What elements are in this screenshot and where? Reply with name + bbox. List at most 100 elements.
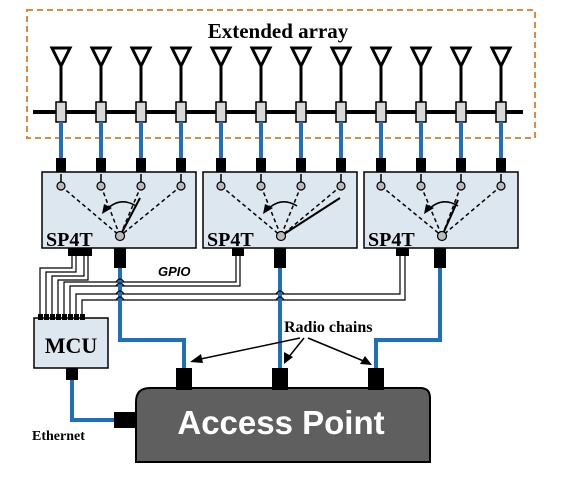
gpio-wires bbox=[39, 252, 406, 316]
crossing-hump bbox=[115, 278, 125, 283]
antenna-icon bbox=[449, 46, 473, 70]
ethernet-label: Ethernet bbox=[32, 429, 85, 444]
switch-port-terminal bbox=[416, 181, 426, 191]
antenna-icon bbox=[249, 46, 273, 70]
access-point-box bbox=[135, 387, 431, 463]
rotation-arrowhead bbox=[424, 204, 434, 214]
antenna-feed bbox=[495, 101, 507, 123]
switch-port-terminal bbox=[336, 181, 346, 191]
switch-throw-path bbox=[420, 185, 443, 237]
rf-line-group bbox=[56, 122, 506, 174]
radio-chain-arrows bbox=[195, 337, 367, 363]
radio-chain-arrowheads bbox=[190, 352, 372, 365]
wire-crossings bbox=[115, 278, 285, 301]
rotation-arrowhead bbox=[263, 204, 273, 214]
arrowhead bbox=[190, 354, 203, 363]
antenna-feed bbox=[135, 101, 147, 123]
antenna-feed bbox=[95, 101, 107, 123]
antenna-icon bbox=[129, 46, 153, 70]
antenna-icon bbox=[369, 46, 393, 70]
antenna-icon bbox=[89, 46, 113, 70]
switch-blade bbox=[441, 199, 459, 237]
mcu-pin bbox=[80, 314, 85, 320]
switch-port-terminal bbox=[96, 181, 106, 191]
switch-port-connector bbox=[336, 158, 346, 174]
antenna-icon bbox=[49, 46, 73, 70]
gpio-wire bbox=[69, 252, 241, 316]
rotation-arrowhead bbox=[102, 204, 112, 214]
antenna-icon bbox=[409, 46, 433, 70]
switch-common-terminal bbox=[114, 230, 126, 242]
ap-ethernet-connector bbox=[114, 412, 136, 428]
ap-radio-port-2 bbox=[272, 368, 288, 390]
rf-connector bbox=[274, 248, 286, 268]
antenna-feed bbox=[335, 101, 347, 123]
switch-blade bbox=[280, 197, 341, 237]
ethernet-line bbox=[70, 376, 126, 422]
antenna-feed bbox=[415, 101, 427, 123]
switch-port-terminal bbox=[496, 181, 506, 191]
switch-throw-path bbox=[60, 185, 121, 237]
gpio-connector bbox=[68, 248, 92, 256]
switch-port-terminal bbox=[296, 181, 306, 191]
arrowhead bbox=[284, 352, 293, 364]
gpio-label: GPIO bbox=[158, 264, 191, 279]
gpio-wire bbox=[57, 252, 89, 316]
antenna-feed bbox=[215, 101, 227, 123]
mcu-pin bbox=[62, 314, 67, 320]
gpio-wire bbox=[39, 252, 73, 316]
mcu-pins bbox=[38, 314, 85, 320]
antenna-icon bbox=[209, 46, 233, 70]
ap-radio-port-1 bbox=[176, 368, 192, 390]
extended-array-border bbox=[26, 9, 536, 139]
switch-port-connector bbox=[56, 158, 66, 174]
antenna-icon bbox=[489, 46, 513, 70]
switch-port-connector bbox=[376, 158, 386, 174]
mcu-pin bbox=[50, 314, 55, 320]
mcu-label: MCU bbox=[45, 333, 98, 358]
mcu-pin bbox=[74, 314, 79, 320]
switch-throw-path bbox=[119, 185, 182, 237]
switch-blade bbox=[119, 197, 141, 237]
switch-port-connector bbox=[256, 158, 266, 174]
switch-port-connector bbox=[176, 158, 186, 174]
antenna-icon bbox=[169, 46, 193, 70]
switch-label: SP4T bbox=[368, 229, 415, 251]
arrow-line bbox=[287, 337, 305, 359]
switch-throw-path bbox=[280, 185, 342, 237]
arrow-line bbox=[195, 337, 301, 361]
switch-port-terminal bbox=[176, 181, 186, 191]
sp4t-switch-1: SP4T bbox=[41, 171, 197, 251]
rf-connector bbox=[114, 248, 126, 268]
switch-throw-path bbox=[280, 185, 302, 237]
switch-port-terminal bbox=[376, 181, 386, 191]
mcu-ethernet-connector bbox=[66, 368, 78, 380]
crossing-hump bbox=[275, 290, 285, 295]
antenna-feed bbox=[175, 101, 187, 123]
mcu-pin bbox=[38, 314, 43, 320]
gpio-wire bbox=[45, 252, 77, 316]
switch-port-connector bbox=[496, 158, 506, 174]
rf-connector bbox=[434, 248, 446, 268]
switch-throw-path bbox=[260, 185, 282, 237]
crossing-hump bbox=[115, 296, 125, 301]
switch-port-terminal bbox=[216, 181, 226, 191]
gpio-connector bbox=[396, 248, 409, 256]
switch-port-terminal bbox=[136, 181, 146, 191]
switch-internals bbox=[56, 174, 506, 242]
switch-throw-path bbox=[380, 185, 443, 237]
switch-common-terminal bbox=[436, 230, 448, 242]
switch-port-terminal bbox=[56, 181, 66, 191]
access-point-label: Access Point bbox=[177, 404, 384, 441]
radio-chains-label: Radio chains bbox=[284, 319, 372, 336]
extended-array-label: Extended array bbox=[208, 19, 349, 43]
switch-port-terminal bbox=[256, 181, 266, 191]
switch-port-connector bbox=[456, 158, 466, 174]
antenna-icon bbox=[329, 46, 353, 70]
crossing-hump bbox=[275, 296, 285, 301]
antenna-feed bbox=[455, 101, 467, 123]
switch-throw-path bbox=[220, 185, 282, 237]
antenna-feed bbox=[295, 101, 307, 123]
